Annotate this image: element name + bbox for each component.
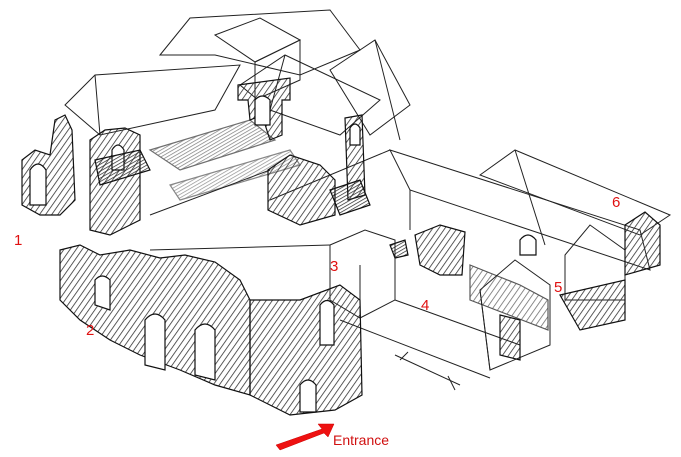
label-3: 3: [330, 258, 339, 275]
label-4: 4: [421, 297, 430, 314]
label-1: 1: [14, 232, 23, 249]
label-2: 2: [86, 322, 95, 339]
ruined-walls: [21, 77, 661, 416]
arrow-right-icon: [275, 423, 335, 451]
label-5: 5: [554, 279, 563, 296]
entrance-label: Entrance: [333, 432, 390, 448]
label-6: 6: [612, 194, 621, 211]
compass-icon: [394, 351, 461, 391]
